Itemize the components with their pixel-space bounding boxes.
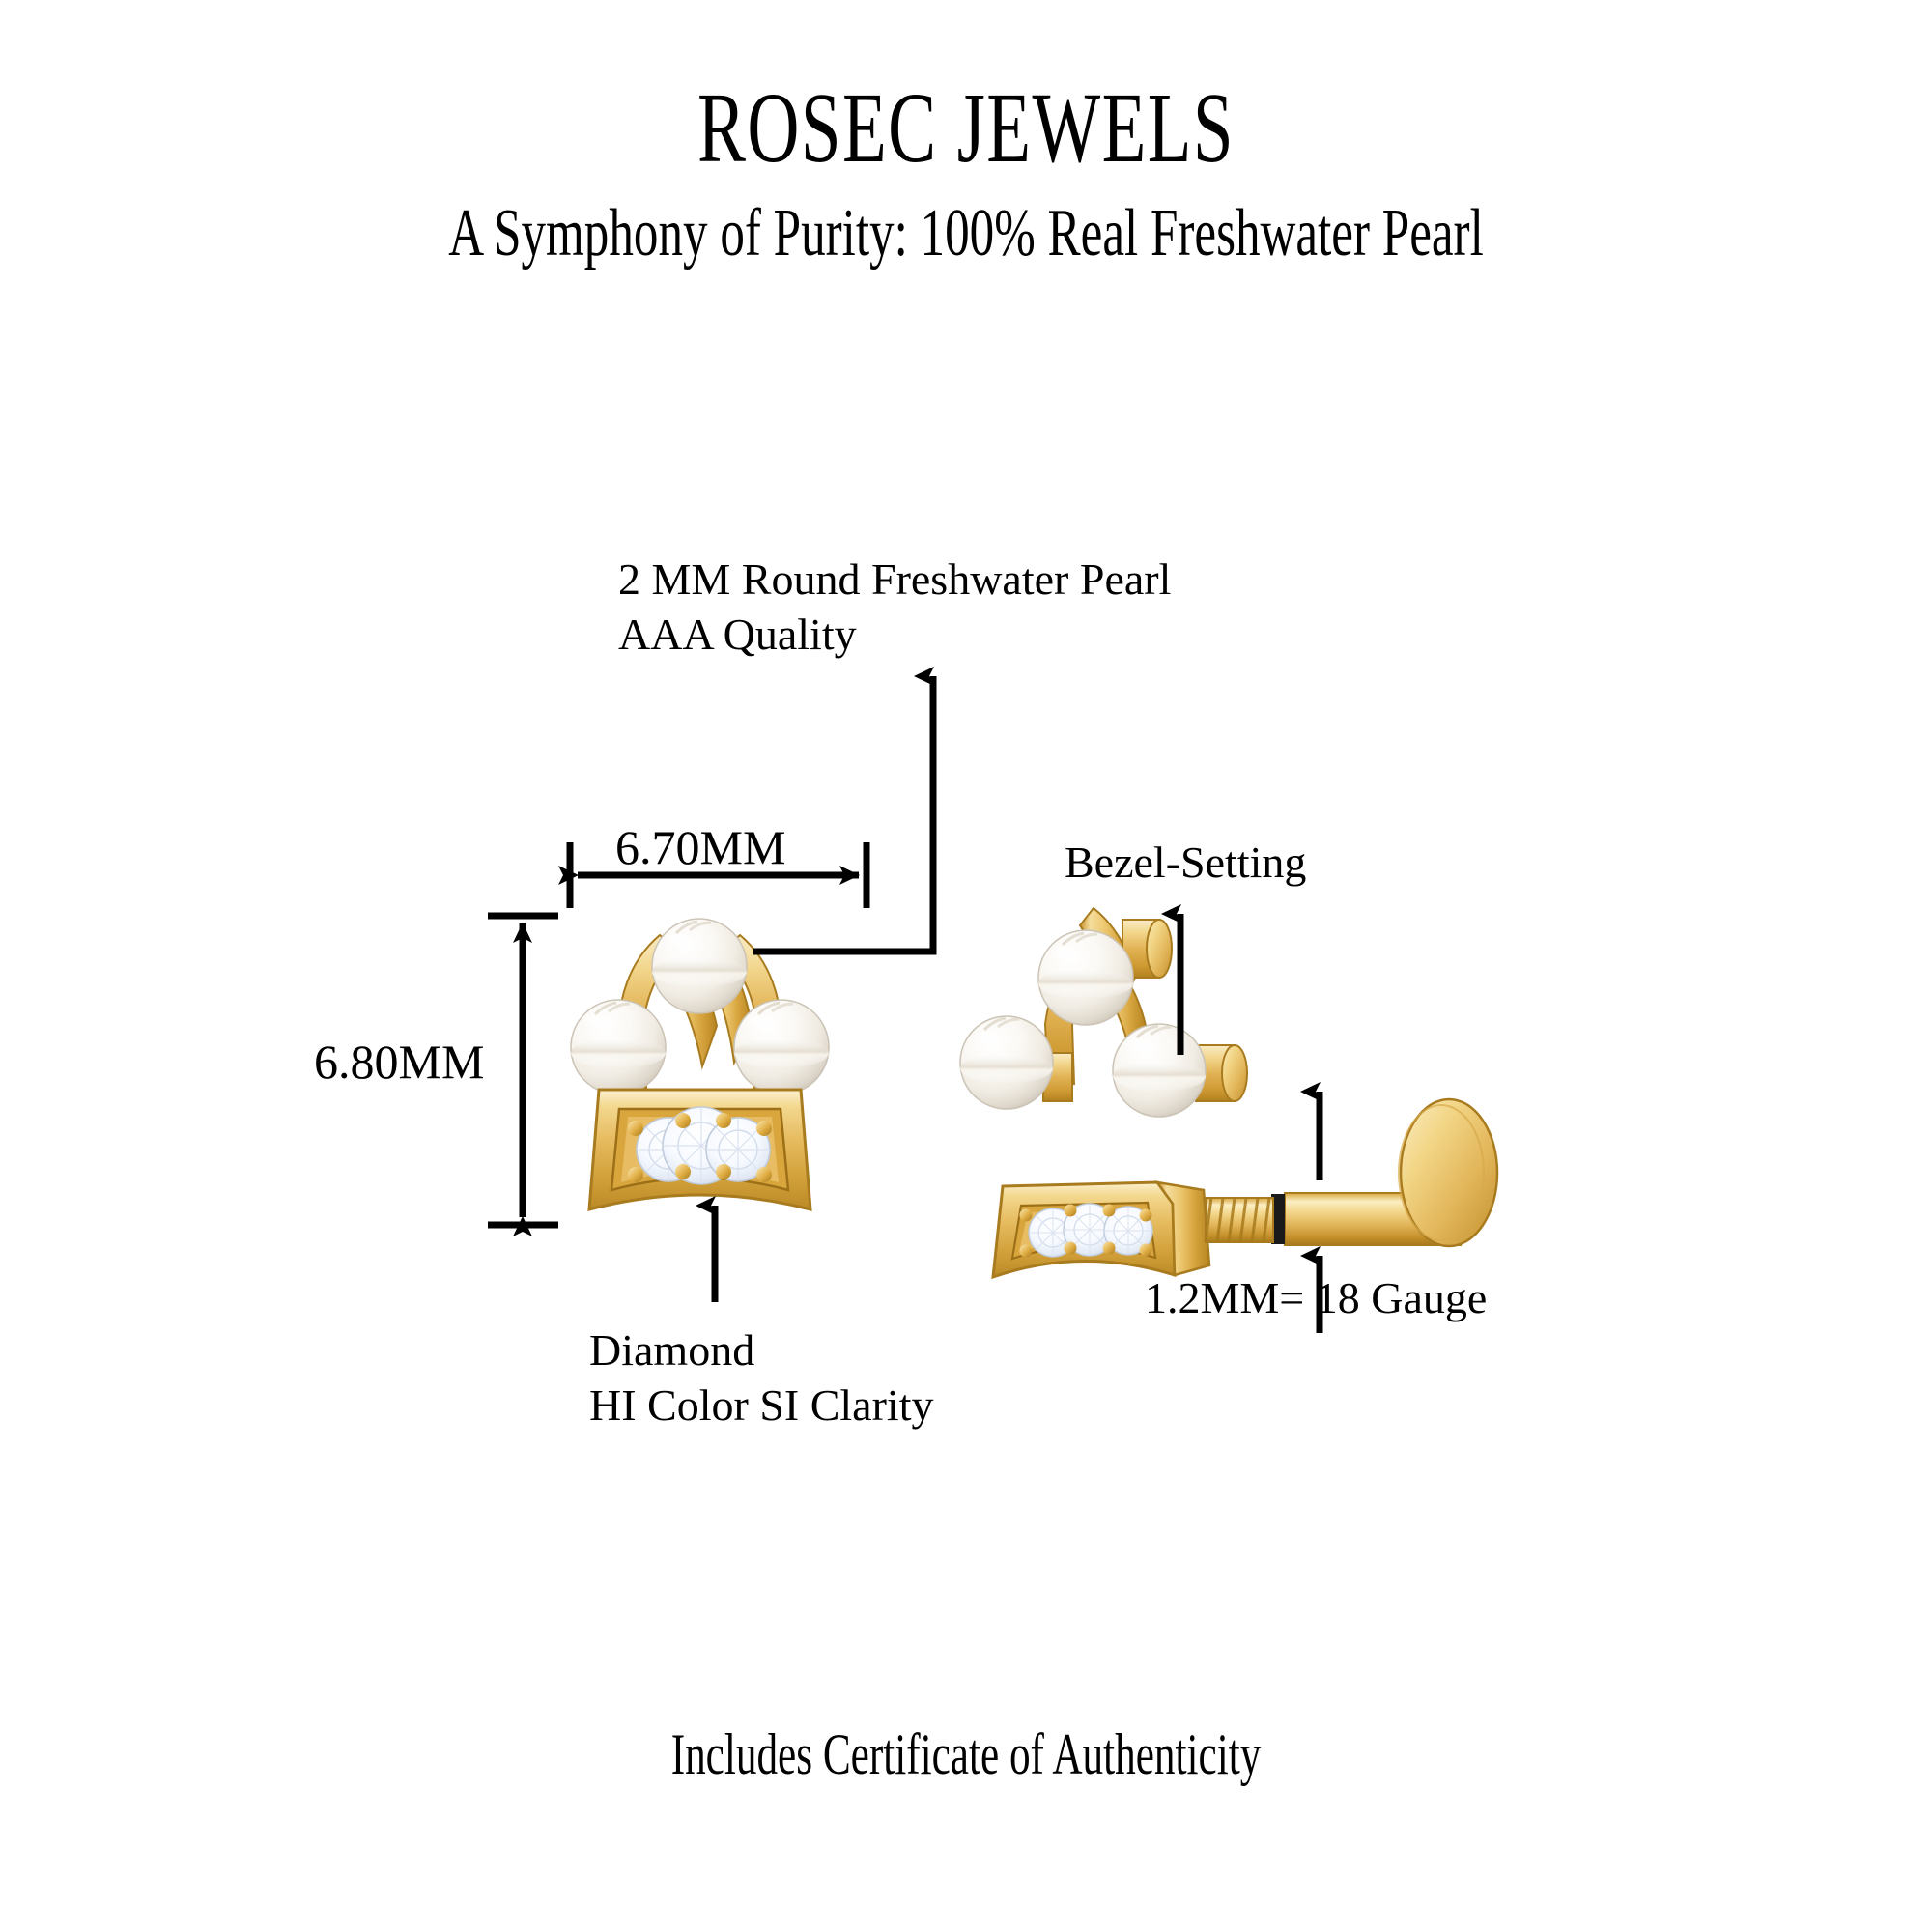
brand-title: ROSEC JEWELS [696,72,1236,184]
pearl-left-angled [959,1015,1054,1110]
diamond-stone-left [636,1117,701,1182]
diamond-stone-left-angled [1028,1208,1078,1258]
diamond-stone-center [662,1106,741,1185]
pearl-right [733,999,830,1095]
labret-post [1204,1097,1499,1248]
pearl-callout-leader [753,667,937,955]
pearl-annotation-label: 2 MM Round Freshwater Pearl AAA Quality [618,554,1172,659]
height-dimension-label: 6.80MM [314,1035,485,1089]
diamond-annotation-label: Diamond HI Color SI Clarity [589,1325,934,1430]
brand-subtitle: A Symphony of Purity: 100% Real Freshwat… [448,196,1484,270]
front-view-earring [570,918,830,1211]
diamond-bar-angled [991,1180,1211,1280]
width-dimension-label: 6.70MM [615,820,786,874]
diamond-stone-center-angled [1063,1203,1117,1257]
diamond-bar [587,1088,812,1211]
crown-arch-frame-angled [1042,906,1248,1112]
pearl-left [570,999,667,1095]
pearl-top-center [651,918,748,1014]
gauge-annotation-label: 1.2MM= 18 Gauge [1145,1273,1488,1322]
bezel-annotation-label: Bezel-Setting [1065,838,1307,887]
certificate-footer-note: Includes Certificate of Authenticity [670,1722,1262,1786]
diamond-stone-right [705,1117,771,1182]
pearl-top-center-angled [1037,929,1134,1026]
dimension-annotations [488,667,1323,1333]
height-dimension [488,912,558,1236]
angled-view-earring [959,906,1499,1280]
pearl-right-angled [1112,1023,1207,1118]
diamond-stone-right-angled [1103,1206,1153,1256]
crown-arch-frame [613,933,786,1090]
